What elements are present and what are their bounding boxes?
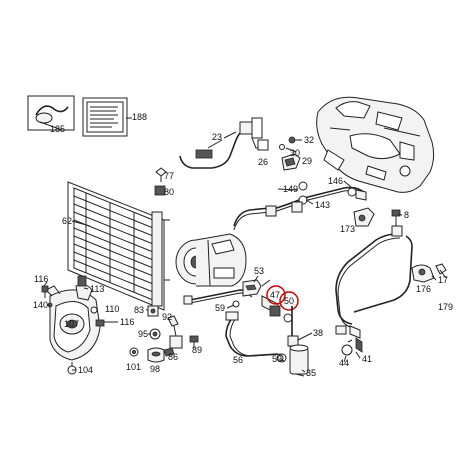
part-23-26-hose	[179, 117, 269, 169]
part-56-pipe	[225, 311, 283, 357]
part-29-bracket	[281, 153, 301, 171]
compressor	[175, 233, 247, 287]
label-38: 38	[313, 328, 323, 338]
part-83-nut	[147, 305, 159, 317]
engine-block	[316, 96, 435, 193]
label-86: 86	[168, 352, 178, 362]
label-53: 53	[254, 266, 264, 276]
part-8-screw	[391, 209, 401, 226]
label-92: 92	[162, 312, 172, 322]
label-30: 30	[290, 148, 300, 158]
part-17-176-179	[411, 263, 447, 283]
condenser-fins	[73, 193, 159, 295]
leader-lines	[43, 117, 437, 373]
part-143-149-hose	[269, 181, 367, 214]
part-110-116-fasteners	[90, 306, 105, 327]
part-95-grommet	[149, 328, 161, 340]
label-44: 44	[339, 358, 349, 368]
label-56: 56	[233, 355, 243, 365]
label-116-mid: 116	[120, 317, 134, 327]
label-107: 107	[64, 319, 79, 329]
part-185-clamp	[27, 95, 75, 131]
label-188: 188	[132, 112, 147, 122]
label-113: 113	[90, 284, 104, 294]
part-116-bolt	[41, 285, 49, 298]
label-140: 140	[33, 300, 48, 310]
label-80: 80	[164, 187, 174, 197]
label-104: 104	[78, 365, 93, 375]
label-83: 83	[134, 305, 144, 315]
part-35-receiver-drier	[277, 306, 309, 377]
part-32-30-fittings	[279, 136, 302, 153]
label-77: 77	[164, 171, 174, 181]
label-89: 89	[192, 345, 202, 355]
part-173-bracket	[353, 207, 375, 227]
label-173: 173	[340, 224, 355, 234]
label-23: 23	[212, 132, 222, 142]
part-59-seal-upper	[232, 300, 240, 308]
part-104-bolt	[67, 362, 77, 375]
label-143: 143	[315, 200, 330, 210]
highlight-47-50	[266, 285, 299, 311]
label-146: 146	[328, 176, 343, 186]
label-59-lower: 59	[272, 354, 282, 364]
label-149: 149	[283, 184, 298, 194]
part-101-nut	[129, 347, 139, 357]
label-179: 179	[438, 302, 453, 312]
label-17: 17	[438, 275, 448, 285]
discharge-line	[183, 289, 253, 305]
label-62: 62	[62, 216, 72, 226]
label-41: 41	[362, 354, 372, 364]
part-77-80-parts	[154, 167, 167, 196]
label-50: 50	[284, 296, 294, 306]
right-hose	[335, 225, 413, 356]
label-98: 98	[150, 364, 160, 374]
label-95: 95	[138, 329, 148, 339]
part-labels: 185 188 23 32 30 26 29 77 80 149 146 143…	[33, 112, 453, 378]
label-59-upper: 59	[215, 303, 225, 313]
part-suction-hose	[233, 205, 277, 231]
label-101: 101	[126, 362, 141, 372]
part-92-bracket	[167, 315, 183, 349]
part-53-bracket	[242, 279, 271, 297]
label-47: 47	[270, 290, 280, 300]
part-188-label-plate	[82, 97, 128, 137]
part-89-bolt	[189, 335, 199, 348]
label-35: 35	[306, 368, 316, 378]
part-59-seal-lower	[276, 354, 284, 362]
part-86-clip	[163, 347, 175, 357]
part-62-condenser	[67, 181, 170, 311]
label-8: 8	[404, 210, 409, 220]
part-98-grommet	[147, 347, 165, 363]
label-110: 110	[105, 304, 119, 314]
label-116-top: 116	[34, 274, 48, 284]
label-176: 176	[416, 284, 431, 294]
label-29: 29	[302, 156, 312, 166]
part-47-50-fittings	[261, 295, 293, 323]
label-185: 185	[50, 124, 65, 134]
label-32: 32	[304, 135, 314, 145]
label-26: 26	[258, 157, 268, 167]
